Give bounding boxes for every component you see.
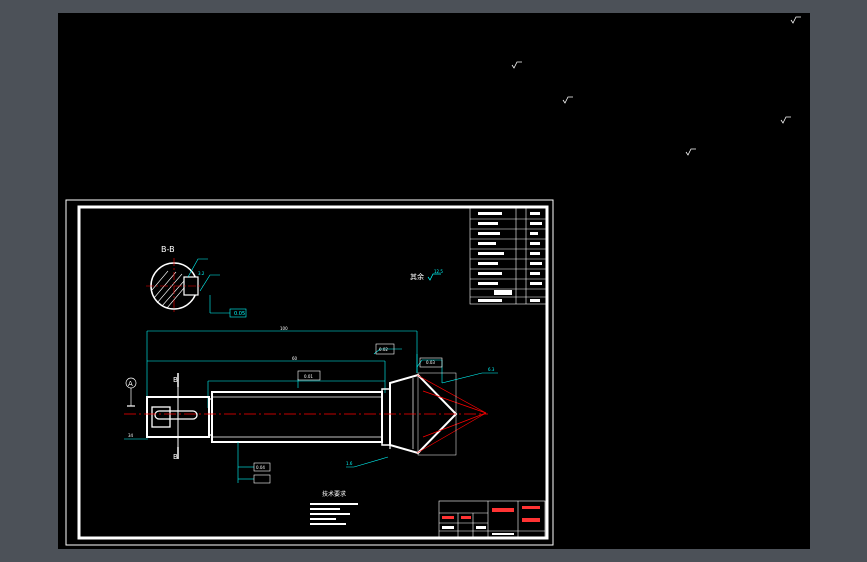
dimension-overall: 100 (280, 326, 288, 331)
stamp-label: 其余 (410, 272, 424, 281)
section-mark-bottom: B (173, 453, 178, 461)
section-label: B-B (161, 245, 175, 254)
tolerance-frame-6 (253, 474, 271, 484)
datum-label: A (128, 380, 133, 388)
sheet-border (65, 199, 554, 546)
notes-title: 技术要求 (322, 490, 346, 498)
title-block-text (442, 506, 540, 535)
tolerance-frame-4 (297, 370, 321, 381)
section-view: B-B 0.05 (146, 245, 247, 318)
section-mark-top: B (173, 376, 178, 384)
shaft-part (146, 373, 458, 455)
lower-leaders (237, 372, 498, 483)
ra-label-3: 6.3 (488, 367, 495, 372)
tolerance-value-2: 0.02 (379, 347, 388, 352)
dimension-inner: 60 (292, 356, 298, 361)
roughness-symbol-icon (511, 16, 801, 156)
parameter-table-text (478, 212, 542, 302)
cad-model-space[interactable]: B-B 0.05 其余 12.5 100 (58, 13, 810, 549)
tolerance-frame-5 (253, 462, 271, 472)
ra-label-1: 12.5 (434, 269, 443, 274)
frame-border (77, 205, 549, 540)
dimension-lines (146, 330, 443, 408)
ra-label-2: 1.6 (346, 461, 353, 466)
title-block (438, 500, 546, 538)
tolerance-frame-2 (375, 343, 395, 355)
tolerance-frame-1: 0.05 (234, 311, 245, 317)
taper-lines (416, 374, 487, 454)
dimension-key: 34 (128, 433, 134, 438)
technical-notes: 技术要求 (310, 490, 358, 525)
roughness-symbol-icon (427, 273, 441, 281)
tolerance-value-5: 0.04 (256, 465, 265, 470)
parameter-table (469, 207, 547, 305)
tolerance-value-4: 0.01 (304, 374, 313, 379)
section-marks: B B (173, 373, 179, 461)
tolerance-frame-3 (419, 357, 443, 368)
cad-drawing: B-B 0.05 其余 12.5 100 (65, 16, 801, 546)
datum-icon (125, 377, 137, 407)
tolerance-value-3: 0.03 (426, 360, 435, 365)
ra-label-4: 3.2 (198, 271, 205, 276)
